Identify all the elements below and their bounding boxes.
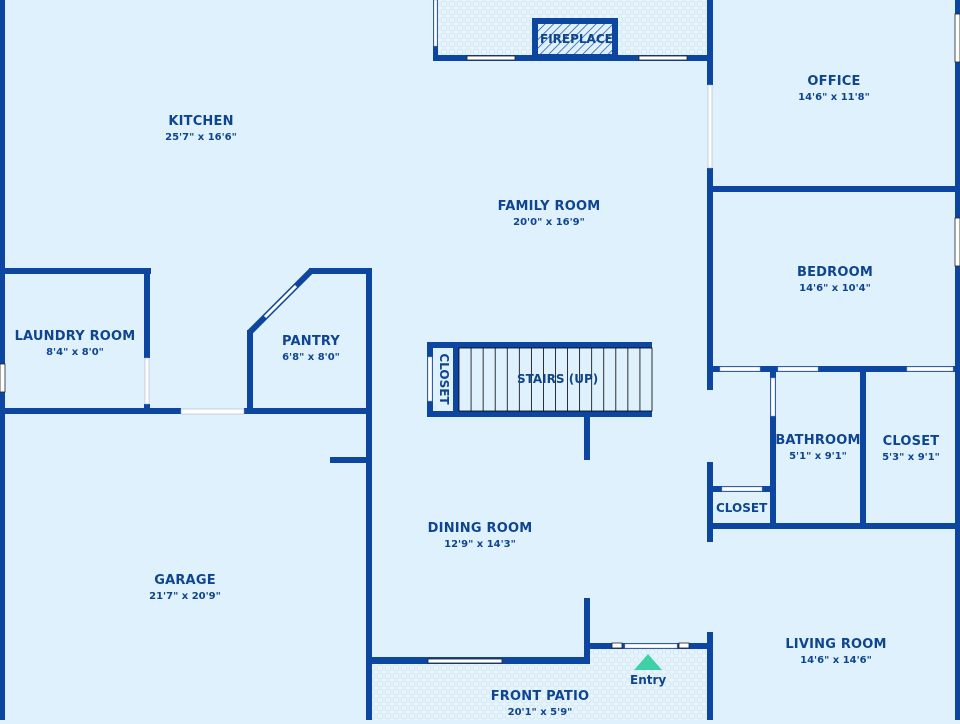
window-back-2 xyxy=(638,55,688,61)
stair-closet-label: CLOSET xyxy=(437,353,451,405)
room-name: PANTRY xyxy=(281,334,341,349)
hall-closet-door xyxy=(721,486,763,492)
wall-hall-left-upper xyxy=(707,372,713,390)
wall-stairs-stub xyxy=(584,414,590,460)
room-name: LAUNDRY ROOM xyxy=(14,329,136,344)
room-label-dining-room: DINING ROOM 12'9" x 14'3" xyxy=(428,521,533,550)
room-name: GARAGE xyxy=(154,573,216,588)
room-label-closet: CLOSET 5'3" x 9'1" xyxy=(882,434,940,463)
wall-pantry-top xyxy=(309,268,372,274)
fireplace-label: FIREPLACE xyxy=(540,32,613,46)
wall-front-jog xyxy=(584,598,590,664)
wall-laundry-bottom xyxy=(0,408,181,414)
room-name: KITCHEN xyxy=(168,114,234,129)
openings xyxy=(144,0,954,649)
wall-living-top xyxy=(707,523,960,529)
entry-label: Entry xyxy=(630,673,667,687)
room-name: LIVING ROOM xyxy=(785,637,887,652)
windows xyxy=(0,13,960,664)
window-office xyxy=(954,13,960,63)
wall-laundry-top xyxy=(0,268,151,274)
room-label-garage: GARAGE 21'7" x 20'9" xyxy=(149,573,221,602)
wall-bedroom-bottom xyxy=(707,366,960,372)
wall-living-left xyxy=(707,632,713,720)
wall-left xyxy=(0,0,5,720)
room-name: OFFICE xyxy=(807,74,861,89)
window-front xyxy=(427,658,503,664)
fireplace-hearth xyxy=(538,24,612,54)
room-dims: 6'8" x 8'0" xyxy=(282,352,340,363)
bedroom-door-1 xyxy=(719,366,761,372)
room-label-office: OFFICE 14'6" x 11'8" xyxy=(798,74,870,103)
room-label-living-room: LIVING ROOM 14'6" x 14'6" xyxy=(785,637,886,666)
bathroom-door xyxy=(770,377,776,417)
front-patio-area xyxy=(372,663,584,720)
wall-garage-stub xyxy=(330,457,370,463)
wall-stair-closet-divider xyxy=(453,342,459,417)
back-patio-door xyxy=(433,0,438,47)
bedroom-door-2 xyxy=(777,366,819,372)
room-name: DINING ROOM xyxy=(427,521,533,536)
room-dims: 14'6" x 10'4" xyxy=(799,283,871,294)
wall-office-bottom xyxy=(713,186,960,192)
room-dims: 20'0" x 16'9" xyxy=(513,217,585,228)
room-label-bathroom: BATHROOM 5'1" x 9'1" xyxy=(775,433,860,462)
room-dims: 14'6" x 14'6" xyxy=(800,655,872,666)
wall-bathroom-right xyxy=(860,366,866,528)
room-dims: 5'3" x 9'1" xyxy=(882,452,940,463)
room-dims: 20'1" x 5'9" xyxy=(507,707,573,718)
office-door-opening xyxy=(707,84,713,169)
wall-pantry-bottom xyxy=(244,408,372,414)
closet-door xyxy=(906,366,954,372)
wall-stairs-bottom xyxy=(427,411,652,417)
room-name: FAMILY ROOM xyxy=(497,199,601,214)
entry-sidelight-right xyxy=(678,642,690,649)
room-label-pantry: PANTRY 6'8" x 8'0" xyxy=(282,334,340,363)
room-dims: 25'7" x 16'6" xyxy=(165,132,237,143)
wall-stairs-top xyxy=(427,342,652,348)
wall-pantry-right xyxy=(366,268,372,414)
stair-treads xyxy=(470,348,641,411)
room-name: FRONT PATIO xyxy=(490,689,590,704)
entry-door xyxy=(624,643,678,649)
laundry-hall-opening xyxy=(180,408,245,415)
window-bedroom xyxy=(954,217,960,267)
room-dims: 8'4" x 8'0" xyxy=(46,347,104,358)
room-label-front-patio: FRONT PATIO 20'1" x 5'9" xyxy=(491,689,590,718)
room-name: BATHROOM xyxy=(775,433,861,448)
wall-garage-right xyxy=(366,408,372,720)
room-dims: 12'9" x 14'3" xyxy=(444,539,516,550)
wall-office-bedroom-left xyxy=(707,168,713,368)
stairs-label: STAIRS (UP) xyxy=(517,372,599,386)
room-label-laundry-room: LAUNDRY ROOM 8'4" x 8'0" xyxy=(15,329,136,358)
room-name: CLOSET xyxy=(882,434,940,449)
room-dims: 21'7" x 20'9" xyxy=(149,591,221,602)
window-laundry xyxy=(0,363,6,393)
laundry-door-opening xyxy=(144,357,150,405)
wall-office-left-upper xyxy=(707,0,713,85)
room-dims: 14'6" x 11'8" xyxy=(798,92,870,103)
room-label-kitchen: KITCHEN 25'7" x 16'6" xyxy=(165,114,237,143)
entry-sidelight-left xyxy=(611,642,623,649)
wall-bathroom-left xyxy=(770,366,776,528)
wall-right xyxy=(955,0,960,720)
stair-closet-door xyxy=(427,356,433,402)
room-name: BEDROOM xyxy=(796,265,874,280)
wall-laundry-right-upper xyxy=(144,268,150,358)
pantry-door-opening xyxy=(263,284,298,319)
wall-pantry-left xyxy=(247,330,253,414)
room-label-bedroom: BEDROOM 14'6" x 10'4" xyxy=(797,265,873,294)
entry-arrow-icon xyxy=(634,654,662,670)
hall-closet-label: CLOSET xyxy=(716,501,768,515)
room-dims: 5'1" x 9'1" xyxy=(789,451,847,462)
room-label-family-room: FAMILY ROOM 20'0" x 16'9" xyxy=(498,199,601,228)
window-back-1 xyxy=(466,55,516,61)
wall-hall-left-lower xyxy=(707,462,713,542)
